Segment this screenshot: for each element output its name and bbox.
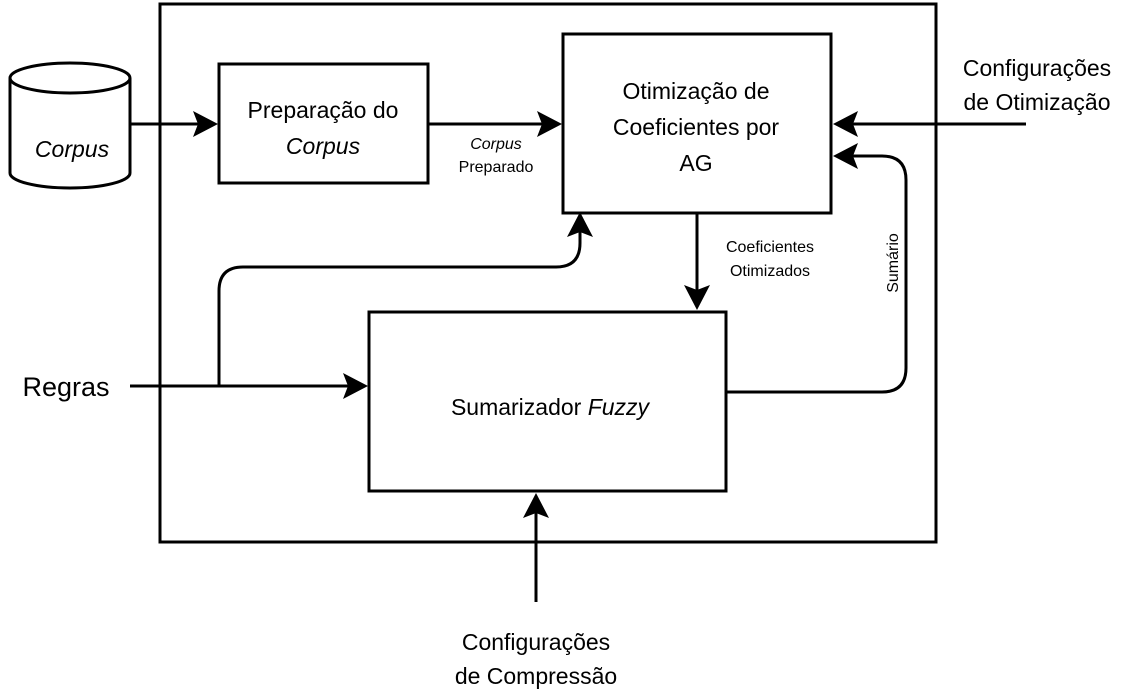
optimization-settings-label-2: de Otimização (963, 89, 1110, 115)
compression-settings-label-1: Configurações (462, 629, 610, 655)
compression-settings-label-2: de Compressão (455, 663, 617, 689)
summary-label: Sumário (885, 233, 902, 293)
corpus-database: Corpus (8, 61, 132, 190)
corpus-preparation-label-1: Preparação do (248, 97, 399, 123)
ga-optimization-label-3: AG (679, 150, 712, 176)
optimization-settings-label-1: Configurações (963, 55, 1111, 81)
rules-label: Regras (22, 372, 109, 402)
optimized-coefficients-label-1: Coeficientes (726, 239, 814, 256)
arrow-optimization-settings (833, 111, 1026, 137)
corpus-prepared-label-2: Preparado (459, 159, 534, 176)
fuzzy-summarizer-label: Sumarizador Fuzzy (451, 394, 651, 420)
corpus-prepared-label-1: Corpus (470, 136, 522, 153)
corpus-preparation-label-2: Corpus (286, 133, 361, 159)
ga-optimization-label-2: Coeficientes por (613, 114, 780, 140)
arrow-preparation-to-optimization (428, 111, 562, 137)
corpus-preparation-box: Preparação do Corpus (217, 62, 430, 185)
ga-optimization-box: Otimização de Coeficientes por AG (561, 32, 833, 215)
arrow-rules (130, 212, 593, 399)
arrow-corpus-to-preparation (130, 111, 218, 137)
corpus-database-label: Corpus (35, 136, 110, 162)
fuzzy-summarizer-box: Sumarizador Fuzzy (367, 310, 728, 493)
arrow-summary-feedback (726, 143, 908, 394)
arrow-compression-settings (523, 493, 549, 602)
optimized-coefficients-label-2: Otimizados (730, 263, 810, 280)
arrow-coefficients-to-summarizer (684, 213, 710, 310)
ga-optimization-label-1: Otimização de (622, 78, 769, 104)
